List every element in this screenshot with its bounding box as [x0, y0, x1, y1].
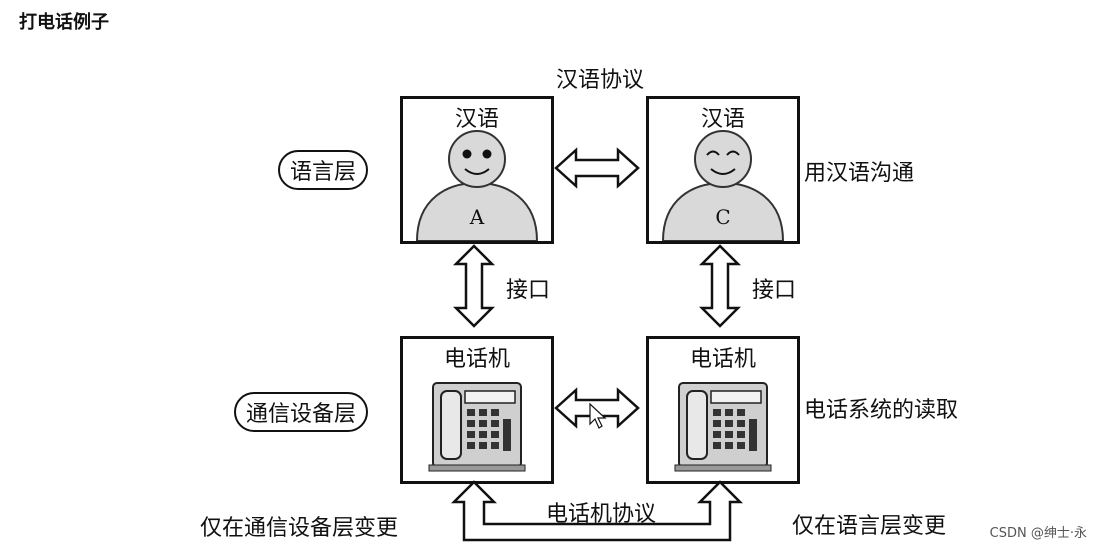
person-a-title: 汉语 [454, 107, 499, 132]
double-arrow-icon [452, 244, 496, 328]
person-a-box: 汉语 A [400, 96, 554, 244]
comm-layer-badge: 通信设备层 [234, 392, 369, 432]
phone-left-title: 电话机 [443, 347, 510, 372]
person-c-box: 汉语 C [646, 96, 800, 244]
right-note-top: 用汉语沟通 [804, 161, 915, 186]
phone-icon [428, 382, 526, 472]
bottom-left-note: 仅在通信设备层变更 [200, 516, 399, 541]
person-icon [415, 130, 539, 241]
bottom-right-note: 仅在语言层变更 [792, 514, 947, 539]
double-arrow-icon [554, 387, 640, 429]
person-icon [661, 130, 785, 241]
double-arrow-icon [698, 244, 742, 328]
phone-left-box: 电话机 [400, 336, 554, 484]
interface-left-label: 接口 [506, 278, 551, 303]
top-protocol-label: 汉语协议 [556, 68, 645, 93]
right-note-bottom: 电话系统的读取 [804, 398, 959, 423]
phone-right-box: 电话机 [646, 336, 800, 484]
watermark: CSDN @绅士·永 [989, 526, 1087, 541]
cursor-icon [589, 402, 607, 429]
bottom-protocol-label: 电话机协议 [546, 502, 657, 527]
interface-right-label: 接口 [752, 278, 797, 303]
phone-icon [674, 382, 772, 472]
page-title: 打电话例子 [19, 12, 109, 33]
person-a-letter: A [469, 205, 485, 229]
person-c-letter: C [715, 205, 731, 229]
double-arrow-icon [554, 147, 640, 189]
person-c-title: 汉语 [700, 107, 745, 132]
language-layer-badge: 语言层 [278, 150, 369, 190]
phone-right-title: 电话机 [689, 347, 756, 372]
